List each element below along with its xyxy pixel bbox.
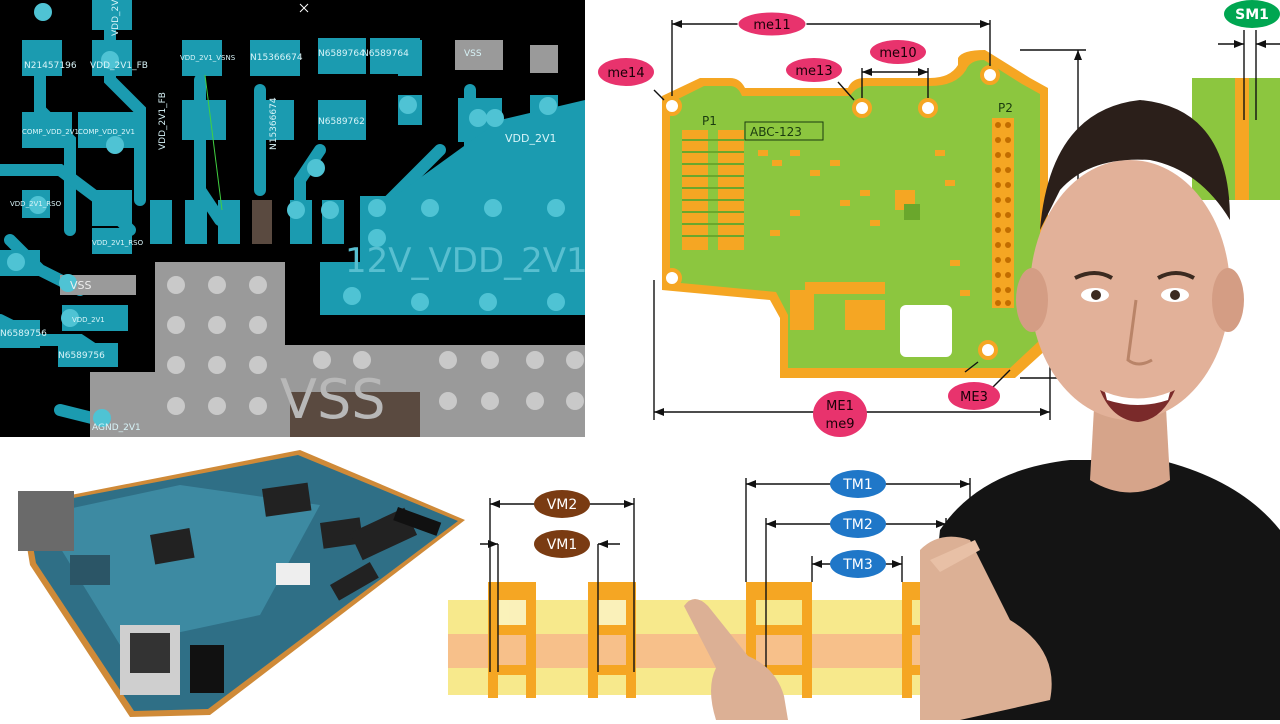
svg-text:TM2: TM2 [842, 517, 873, 533]
net-label: VSS [70, 279, 92, 292]
net-label: N6589756 [0, 329, 47, 339]
dim-label-me14: me14 [598, 58, 654, 86]
net-label: VDD_2V1_RSO [92, 239, 144, 247]
dim-label-tm2: TM2 [830, 510, 886, 538]
svg-text:me10: me10 [879, 46, 916, 61]
net-label-large-12v: 12V_VDD_2V1 [345, 241, 585, 281]
dim-label-me13: me13 [786, 58, 842, 82]
net-labels: N21457196 VDD_2V1_VDD VDD_2V1_FB VDD_2V1… [0, 0, 557, 433]
svg-text:ME1: ME1 [826, 399, 854, 414]
pcb-photo [0, 445, 470, 720]
net-label: N6589764 [362, 49, 409, 59]
board-copper [670, 60, 1040, 368]
svg-text:TM3: TM3 [842, 557, 873, 573]
net-label: N15366674 [250, 53, 303, 63]
net-label: VDD_2V1_FB [158, 92, 168, 150]
pointing-hand-shape [684, 599, 788, 720]
svg-text:TM1: TM1 [842, 477, 873, 493]
svg-text:me14: me14 [607, 66, 644, 81]
pcb-layout-view: N21457196 VDD_2V1_VDD VDD_2V1_FB VDD_2V1… [0, 0, 585, 437]
dim-label-sm1: SM1 [1224, 0, 1280, 28]
net-label: VDD_2V1_VDD [111, 0, 121, 36]
presenter-figure [670, 100, 1280, 720]
net-label: AGND_2V1 [92, 423, 141, 433]
dim-label-tm3: TM3 [830, 550, 886, 578]
svg-text:ME3: ME3 [960, 390, 988, 405]
net-label: N6589764 [318, 49, 365, 59]
silk-p2: P2 [998, 101, 1013, 115]
copper-vias [7, 3, 565, 427]
pcb-photo-art [18, 450, 465, 717]
net-label: N6589756 [58, 351, 105, 361]
ground-pour-vss [90, 262, 585, 437]
pcb-layout-canvas: N21457196 VDD_2V1_VDD VDD_2V1_FB VDD_2V1… [0, 0, 585, 437]
silk-ref: ABC-123 [750, 125, 802, 139]
net-label: VDD_2V1_RSO [10, 200, 62, 208]
net-label: N21457196 [24, 61, 77, 71]
svg-text:SM1: SM1 [1235, 7, 1269, 23]
copper-pour-12v [360, 196, 585, 315]
ground-vias [167, 276, 584, 415]
dim-label-tm1: TM1 [830, 470, 886, 498]
svg-text:me11: me11 [753, 18, 790, 33]
pointing-hand [676, 592, 796, 720]
mechanical-dimension-canvas: P1 P2 ABC-123 [598, 11, 1086, 437]
silk-p1: P1 [702, 114, 717, 128]
svg-text:VM1: VM1 [547, 537, 578, 553]
net-label: VDD_2V1 [72, 316, 105, 324]
mechanical-dimension-diagram: P1 P2 ABC-123 [590, 0, 1090, 440]
dim-label-me10: me10 [870, 40, 926, 64]
dim-label-vm2: VM2 [534, 490, 590, 518]
net-label: VSS [464, 49, 482, 59]
net-label: N6589762 [318, 117, 365, 127]
presenter-photo [670, 60, 1280, 720]
copper-pads [0, 0, 558, 437]
svg-text:me9: me9 [826, 417, 855, 432]
net-label: VDD_2V1_FB [90, 61, 148, 71]
net-label-large-vss: VSS [280, 368, 386, 431]
dim-label-me1-me9: ME1 me9 [813, 391, 867, 437]
dim-label-me11: me11 [737, 11, 807, 37]
net-label: COMP_VDD_2V1 [22, 128, 79, 136]
svg-text:VM2: VM2 [547, 497, 578, 513]
dim-label-vm1: VM1 [534, 530, 590, 558]
net-label: COMP_VDD_2V1 [78, 128, 135, 136]
net-label: VDD_2V1_VSNS [180, 54, 236, 62]
dim-label-me3: ME3 [948, 382, 1000, 410]
svg-text:me13: me13 [795, 64, 832, 79]
net-label: N15366674 [269, 97, 279, 150]
copper-features [488, 582, 950, 698]
net-label: VDD_2V1 [505, 132, 557, 145]
